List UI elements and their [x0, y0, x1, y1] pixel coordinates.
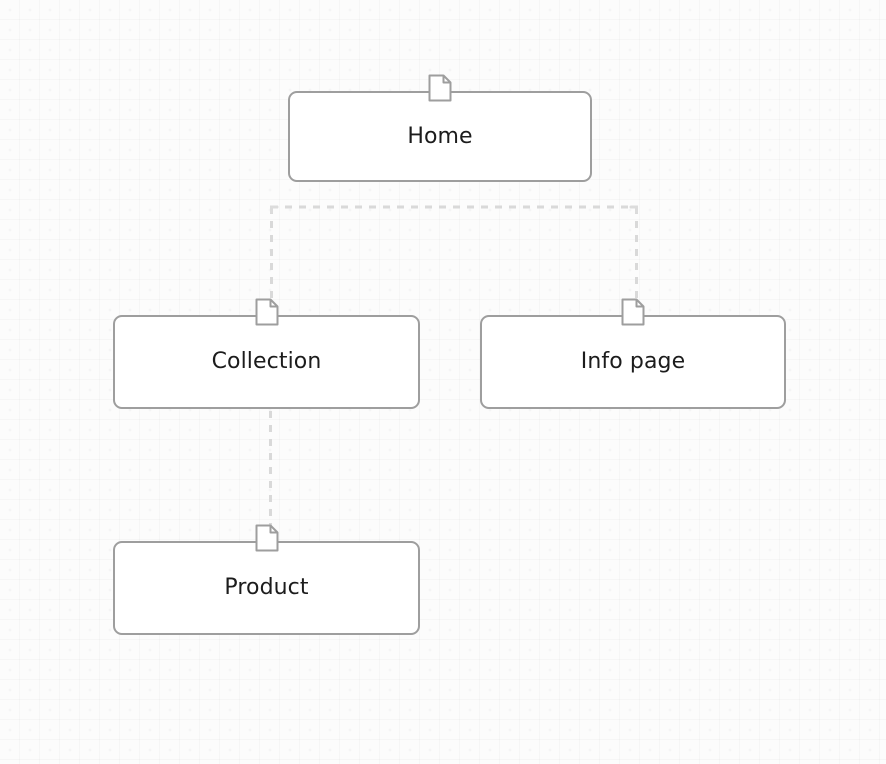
edge-corner-left — [270, 205, 279, 214]
node-info-page[interactable]: Info page — [480, 298, 786, 409]
node-collection[interactable]: Collection — [113, 298, 420, 409]
node-product[interactable]: Product — [113, 524, 420, 635]
node-info-page-label: Info page — [580, 349, 686, 374]
page-document-icon — [427, 73, 453, 103]
node-home-label: Home — [407, 123, 473, 149]
page-document-icon — [254, 523, 280, 553]
node-home[interactable]: Home — [288, 74, 592, 182]
node-product-label: Product — [224, 575, 309, 600]
page-document-icon — [254, 297, 280, 327]
node-collection-label: Collection — [211, 349, 322, 374]
page-document-icon — [620, 297, 646, 327]
edge-corner-right — [629, 205, 638, 214]
